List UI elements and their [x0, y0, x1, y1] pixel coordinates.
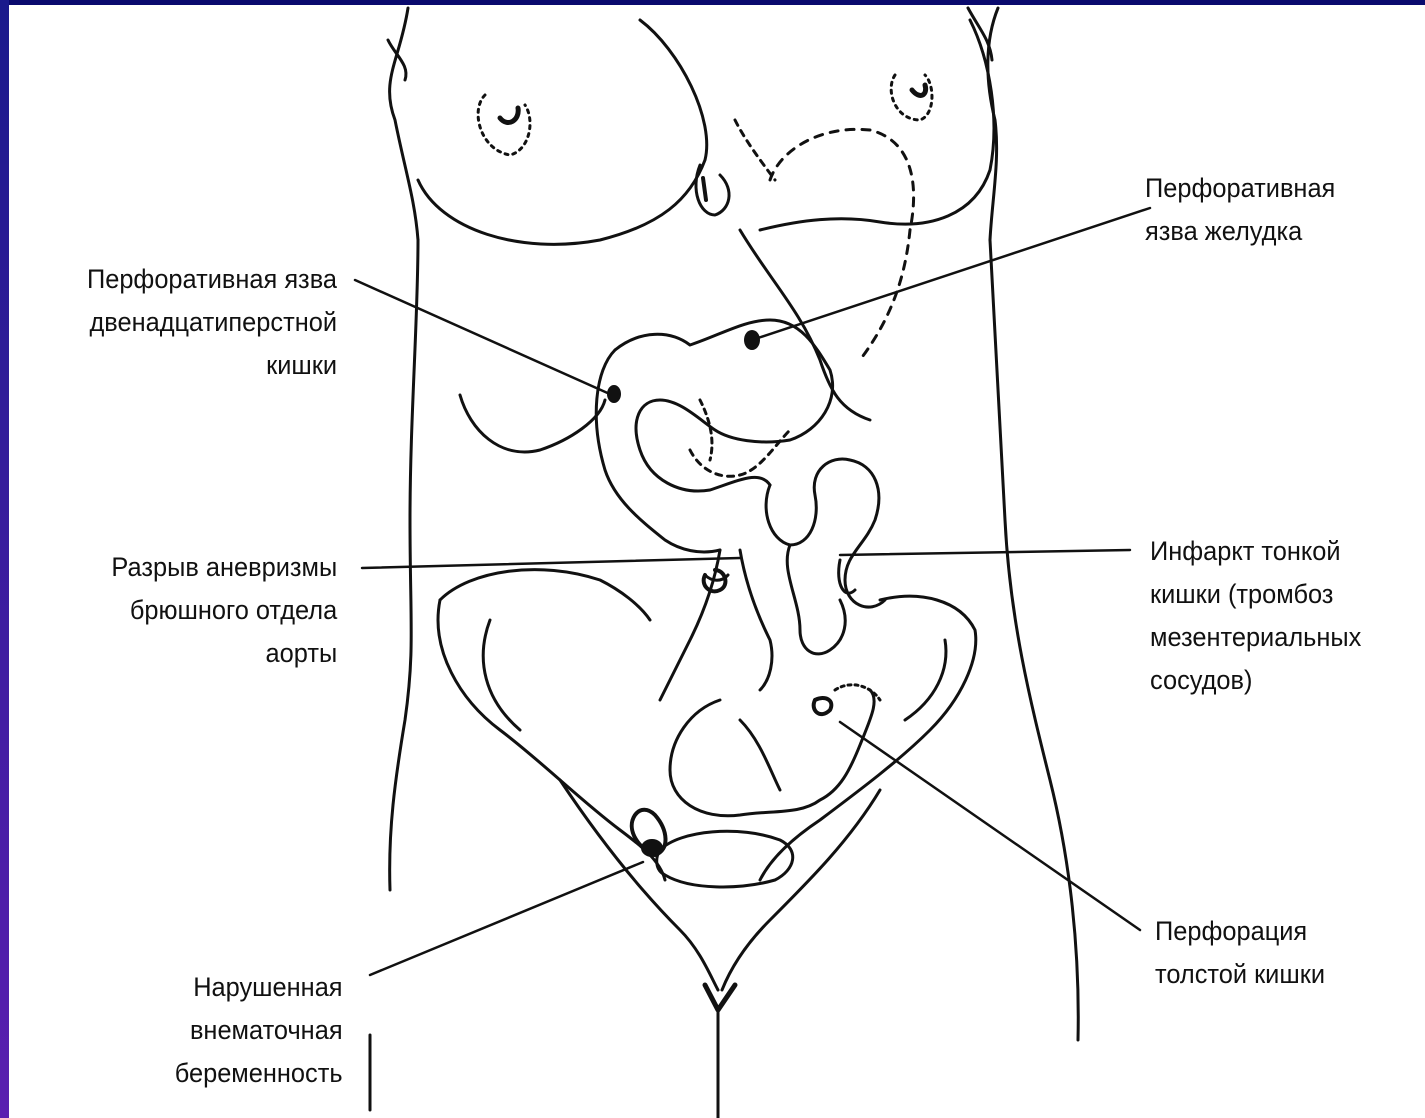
small-bowel-loop-2: [787, 545, 845, 654]
pubic-v: [705, 985, 735, 1010]
right-breast: [760, 20, 994, 230]
aorta-split-2: [740, 550, 772, 690]
colon-inner: [740, 720, 780, 790]
right-nipple: [912, 85, 926, 95]
label-line: Инфаркт тонкой: [1150, 530, 1361, 573]
label-line: брюшного отдела: [111, 589, 337, 632]
groin-right: [722, 790, 880, 990]
label-line: внематочная: [175, 1009, 343, 1052]
pelvis-inner-left: [483, 620, 520, 730]
label-gastric-ulcer: Перфоративная язва желудка: [1145, 167, 1335, 253]
left-arm-outline: [390, 8, 418, 240]
pelvis-inner-right: [905, 640, 946, 720]
right-flank: [990, 240, 1078, 1040]
label-line: Разрыв аневризмы: [111, 546, 337, 589]
ectopic-dot: [641, 839, 663, 857]
gastric-perforation-dot: [744, 330, 760, 350]
xiphoid-mark: [703, 178, 706, 200]
label-line: кишки (тромбоз: [1150, 573, 1361, 616]
right-costal-margin: [740, 230, 870, 420]
leader-small-bowel: [840, 550, 1130, 555]
left-breast: [418, 20, 707, 244]
small-bowel-loop-1: [766, 459, 885, 607]
label-ectopic-pregnancy: Нарушенная внематочная беременность: [175, 966, 343, 1095]
left-costal-margin: [460, 395, 605, 452]
label-line: язва желудка: [1145, 210, 1335, 253]
liver-dashed-2: [735, 120, 775, 180]
label-line: Перфорация: [1155, 910, 1325, 953]
pancreas-dashed: [690, 430, 790, 476]
label-line: беременность: [175, 1052, 343, 1095]
left-nipple: [500, 108, 518, 123]
leader-colon: [840, 722, 1140, 930]
leader-gastric: [752, 208, 1150, 340]
stomach: [615, 320, 833, 491]
label-line: аорты: [111, 632, 337, 675]
leader-duodenal: [355, 280, 612, 395]
label-line: толстой кишки: [1155, 953, 1325, 996]
leader-aorta: [362, 558, 740, 568]
pelvis-right: [760, 596, 976, 880]
label-line: кишки: [87, 344, 337, 387]
label-line: Перфоративная язва: [87, 258, 337, 301]
label-line: сосудов): [1150, 659, 1361, 702]
pelvis-left-wing: [438, 600, 665, 880]
label-small-bowel-infarct: Инфаркт тонкой кишки (тромбоз мезентериа…: [1150, 530, 1361, 702]
label-line: Нарушенная: [175, 966, 343, 1009]
stomach-inner: [700, 400, 712, 460]
duodenal-perforation-dot: [607, 385, 621, 403]
right-areola: [891, 75, 932, 120]
left-flank: [390, 240, 418, 890]
label-colon-perforation: Перфорация толстой кишки: [1155, 910, 1325, 996]
label-line: двенадцатиперстной: [87, 301, 337, 344]
label-duodenal-ulcer: Перфоративная язва двенадцатиперстной ки…: [87, 258, 337, 387]
aorta-split: [660, 550, 720, 700]
leader-ectopic: [370, 862, 643, 975]
sigmoid-colon: [670, 690, 874, 816]
colon-node: [814, 698, 832, 714]
left-areola: [478, 95, 530, 155]
label-aortic-aneurysm: Разрыв аневризмы брюшного отдела аорты: [111, 546, 337, 675]
duodenum: [596, 350, 720, 552]
label-line: Перфоративная: [1145, 167, 1335, 210]
pelvis-left: [440, 570, 650, 620]
label-line: мезентериальных: [1150, 616, 1361, 659]
